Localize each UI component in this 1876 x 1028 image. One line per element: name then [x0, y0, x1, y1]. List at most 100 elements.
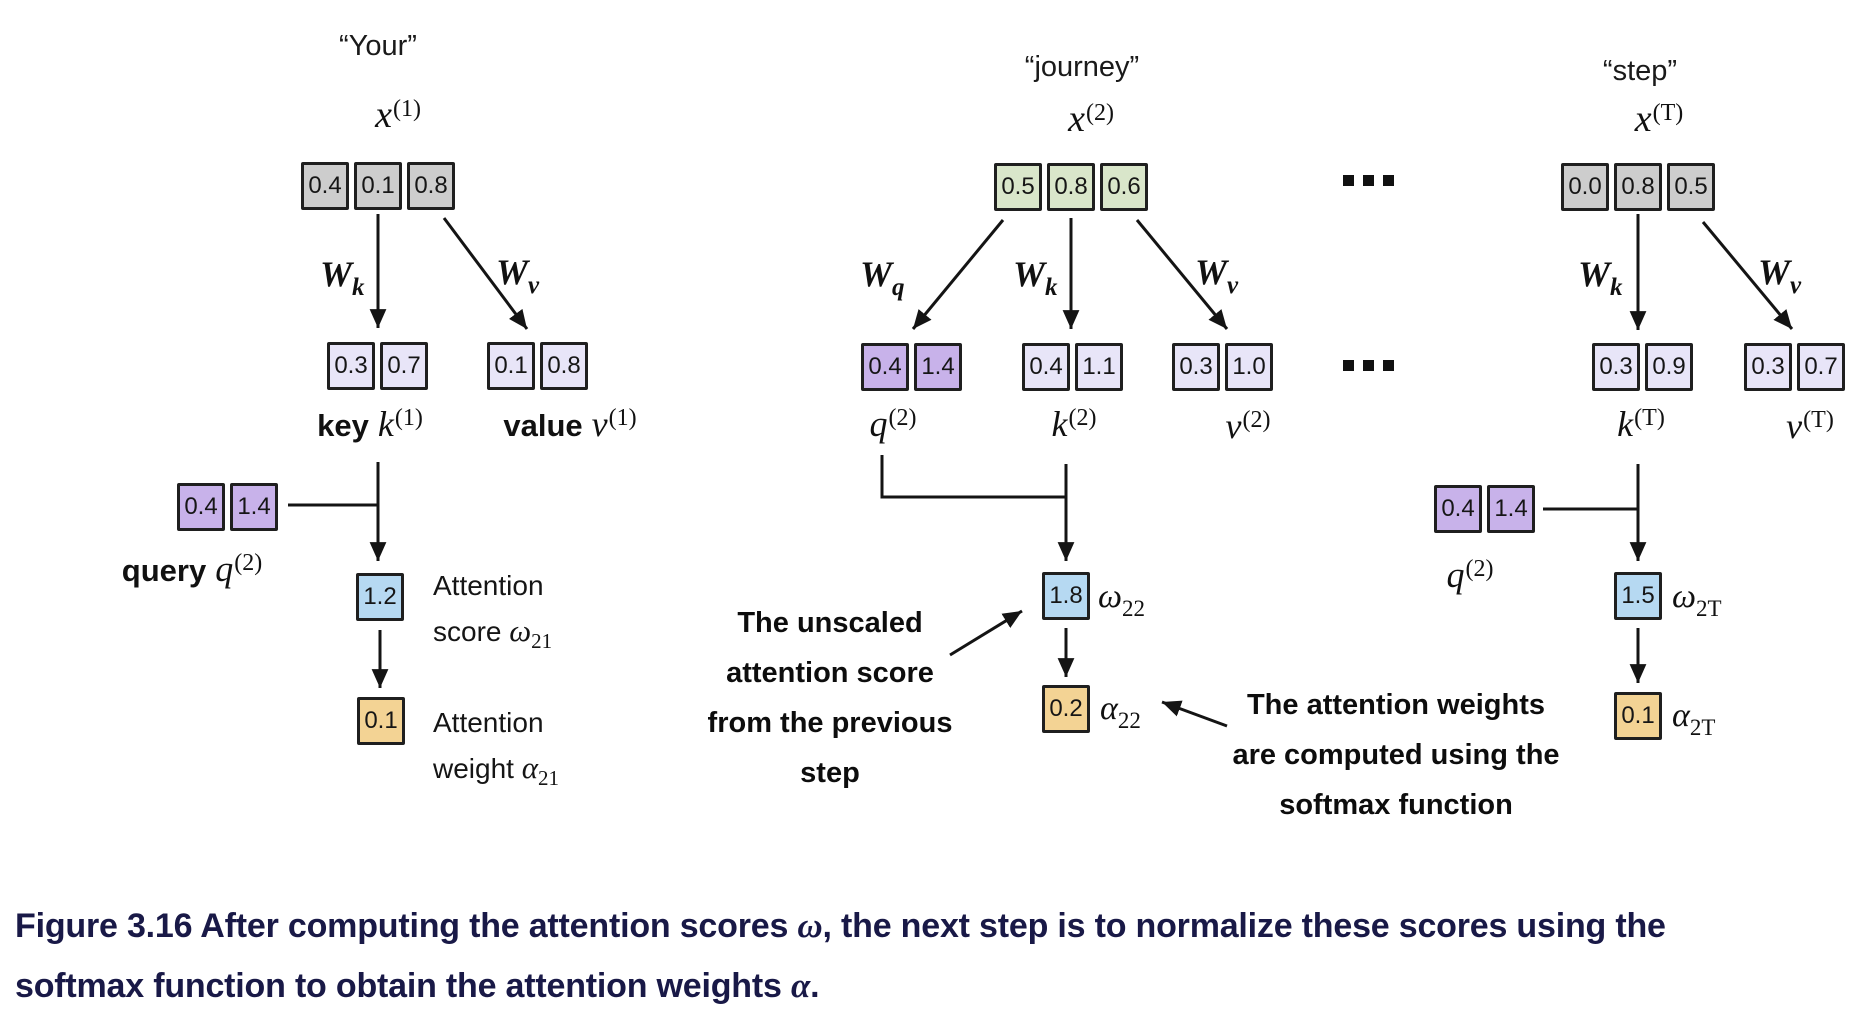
wq-label-col2: Wq [860, 256, 905, 300]
token-word-step: “step” [1602, 55, 1678, 87]
token-word-journey: “journey” [1024, 51, 1140, 83]
w-sub: v [1227, 272, 1239, 299]
attention-weight-box-col3: 0.1 [1614, 692, 1662, 740]
note-line: step [800, 757, 860, 789]
key-word: key [317, 408, 369, 443]
vector-cell: 0.3 [327, 342, 375, 390]
attention-score-label-col1: Attention score ω21 [433, 563, 552, 664]
vector-cell: 0.8 [407, 162, 455, 210]
token-word-your: “Your” [339, 30, 417, 62]
v-sup: (T) [1803, 407, 1834, 433]
vector-cell: 1.1 [1075, 343, 1123, 391]
wq-arrow-col2 [911, 219, 1005, 330]
xT-label: x(T) [1635, 100, 1684, 138]
vector-cell: 1.4 [914, 343, 962, 391]
key1-vector: 0.3 0.7 [327, 342, 428, 390]
wk-label-col2: Wk [1013, 256, 1058, 300]
attention-weight-label-col1: Attention weight α21 [433, 700, 559, 801]
vector-cell: 0.4 [177, 483, 225, 531]
weight-label-line1: Attention [433, 707, 544, 738]
x1-base: x [375, 94, 392, 136]
score-cell: 1.2 [356, 573, 404, 621]
dot [1343, 360, 1354, 371]
kT-vector: 0.3 0.9 [1592, 343, 1693, 391]
vector-cell: 0.3 [1172, 343, 1220, 391]
xT-sup: (T) [1652, 100, 1684, 126]
w-sub: q [892, 274, 905, 301]
vector-cell: 1.4 [1487, 485, 1535, 533]
caption-line2: softmax function to obtain the attention… [15, 966, 820, 1005]
score-cell: 1.5 [1614, 572, 1662, 620]
score-label-line1: Attention [433, 570, 544, 601]
vT-vector: 0.3 0.7 [1744, 343, 1845, 391]
vector-cell: 0.1 [487, 342, 535, 390]
vector-cell: 0.7 [1797, 343, 1845, 391]
vector-cell: 0.5 [994, 163, 1042, 211]
x1-sup: (1) [392, 96, 421, 122]
w-base: W [496, 252, 529, 292]
alpha-symbol: α [790, 966, 811, 1005]
value-word: value [503, 408, 583, 443]
wv-label-col2: Wv [1195, 254, 1238, 298]
q-base: q [869, 404, 888, 444]
w-base: W [1578, 254, 1611, 294]
k2-vector: 0.4 1.1 [1022, 343, 1123, 391]
weight-cell: 0.1 [1614, 692, 1662, 740]
attention-weight-box-col1: 0.1 [357, 697, 405, 745]
vector-cell: 0.9 [1645, 343, 1693, 391]
weight-cell: 0.2 [1042, 685, 1090, 733]
dot [1383, 360, 1394, 371]
w-base: W [1758, 252, 1791, 292]
vector-cell: 0.3 [1592, 343, 1640, 391]
wv-label-col3: Wv [1758, 254, 1801, 298]
note-line: softmax function [1279, 789, 1513, 821]
dot [1363, 360, 1374, 371]
xT-base: x [1634, 98, 1652, 140]
x1-vector: 0.4 0.1 0.8 [301, 162, 455, 210]
omega2T-label: ω2T [1672, 578, 1722, 621]
x2-sup: (2) [1085, 100, 1114, 126]
attention-score-box-col2: 1.8 [1042, 572, 1090, 620]
vector-cell: 0.5 [1667, 163, 1715, 211]
xT-vector: 0.0 0.8 0.5 [1561, 163, 1715, 211]
x2-vector: 0.5 0.8 0.6 [994, 163, 1148, 211]
vector-cell: 1.4 [230, 483, 278, 531]
caption-line1: Figure 3.16 After computing the attentio… [15, 906, 1666, 945]
v-sup: (2) [1242, 407, 1271, 433]
alpha22-label: α22 [1100, 690, 1141, 733]
v2-vector: 0.3 1.0 [1172, 343, 1273, 391]
vector-cell: 0.4 [861, 343, 909, 391]
w-sub: k [352, 274, 365, 301]
query-vector-col1: 0.4 1.4 [177, 483, 278, 531]
vector-cell: 0.1 [354, 162, 402, 210]
note-line: from the previous [707, 707, 953, 739]
unscaled-score-note: The unscaled attention score from the pr… [695, 598, 965, 798]
query-base: q [1446, 555, 1465, 595]
key1-label: key k(1) [317, 404, 423, 445]
vector-cell: 0.6 [1100, 163, 1148, 211]
note-line: attention score [726, 657, 934, 689]
alpha2T-label: α2T [1672, 697, 1716, 740]
omega-symbol: ω [797, 906, 823, 945]
dot [1363, 175, 1374, 186]
kT-label: k(T) [1617, 404, 1665, 445]
q2-label: q(2) [870, 404, 917, 445]
value1-label: value v(1) [503, 404, 636, 445]
query-label-col3: q(2) [1447, 555, 1494, 596]
wv-label-col1: Wv [496, 254, 539, 298]
dot [1343, 175, 1354, 186]
k-base: k [1051, 404, 1068, 444]
vector-cell: 0.3 [1744, 343, 1792, 391]
w-sub: k [1045, 274, 1058, 301]
score-label-line2: score ω21 [433, 613, 553, 653]
query-base: q [215, 549, 234, 589]
vector-cell: 0.8 [1614, 163, 1662, 211]
x1-label: x(1) [375, 96, 421, 134]
x2-base: x [1068, 98, 1085, 140]
attention-weight-box-col2: 0.2 [1042, 685, 1090, 733]
value1-vector: 0.1 0.8 [487, 342, 588, 390]
vector-cell: 0.8 [540, 342, 588, 390]
attention-score-box-col1: 1.2 [356, 573, 404, 621]
w-base: W [320, 254, 353, 294]
